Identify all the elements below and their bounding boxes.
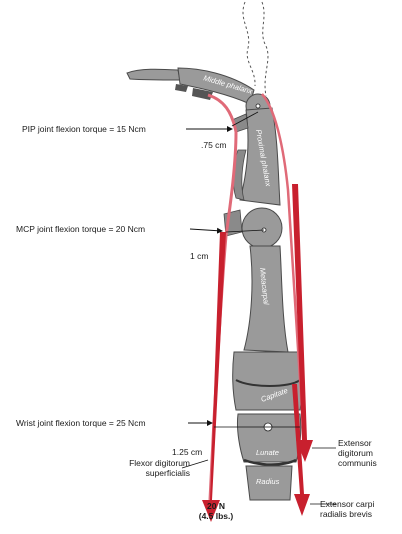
ext-communis-line3: communis: [338, 458, 377, 468]
mcp-torque-label: MCP joint flexion torque = 20 Ncm: [16, 224, 146, 234]
distal-phalanx: [126, 68, 181, 81]
flexor-pointer: [181, 459, 209, 469]
lunate-bone: [237, 413, 302, 463]
ext-carpi-line1: Extensor carpi: [320, 499, 375, 509]
pip-arm-label: .75 cm: [201, 140, 227, 150]
proximal-phalanx: [239, 107, 281, 206]
extensor-tendon: [261, 93, 306, 441]
dashed-finger-outline: [242, 1, 269, 97]
tendon-sheath-dist: [175, 84, 188, 92]
wrist-torque-label: Wrist joint flexion torque = 25 Ncm: [16, 418, 146, 428]
flexor-label: Flexor digitorum superficialis: [96, 458, 190, 478]
ext-carpi-line2: radialis brevis: [320, 509, 372, 519]
mcp-arm-line: [225, 229, 265, 233]
mcp-joint: [241, 207, 283, 249]
tendon-sheath-mid: [192, 88, 213, 100]
pip-joint-center: [255, 103, 261, 109]
capitate-dark: [235, 379, 301, 387]
force-label: 20 N (4.5 lbs.): [186, 501, 246, 521]
force-label-line1: 20 N: [207, 501, 225, 511]
flexor-label-line2: superficialis: [145, 468, 190, 478]
ext-communis-label: Extensor digitorum communis: [338, 438, 377, 468]
lunate-band: [243, 458, 297, 466]
ext-communis-line1: Extensor: [338, 438, 372, 448]
ext-communis-line2: digitorum: [338, 448, 373, 458]
pip-torque-label: PIP joint flexion torque = 15 Ncm: [22, 124, 146, 134]
radius-bone: [245, 465, 293, 501]
bone-label-lunate: Lunate: [256, 448, 279, 457]
flexor-force-arrow: [202, 232, 226, 522]
extensor-carpi-arrow: [292, 384, 310, 516]
flexor-label-line1: Flexor digitorum: [129, 458, 190, 468]
pip-arm-line: [231, 111, 259, 127]
force-label-line2: (4.5 lbs.): [198, 511, 234, 521]
mcp-pointer: [189, 227, 223, 234]
wrist-arm-label: 1.25 cm: [172, 447, 203, 457]
ext-carpi-label: Extensor carpi radialis brevis: [320, 499, 374, 519]
bone-label-metacarpal: Metacarpal: [258, 267, 271, 305]
bone-label-radius: Radius: [256, 477, 280, 486]
extensor-communis-arrow: [292, 184, 313, 462]
mcp-arm-label: 1 cm: [190, 251, 209, 261]
